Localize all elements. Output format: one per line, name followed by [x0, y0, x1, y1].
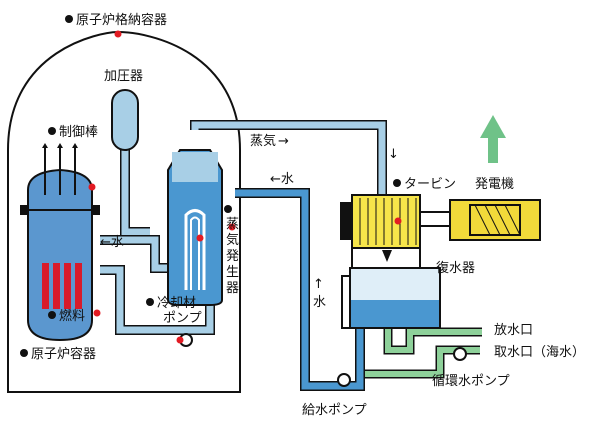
label-control-rods: 制御棒 — [59, 125, 98, 140]
label-generator: 発電機 — [475, 177, 514, 192]
circulating-water-pump — [453, 347, 467, 361]
generator — [449, 199, 541, 241]
label-water-to-sg: ←水 — [270, 172, 294, 187]
label-fuel: 燃料 — [59, 308, 85, 324]
label-feed-pump: 給水ポンプ — [302, 403, 367, 418]
sg-char-5: 器 — [226, 281, 239, 296]
fuel-rods — [42, 263, 82, 309]
label-steam-down-arrow: ↓ — [388, 147, 399, 162]
label-coolant-pump-1: 冷却材 — [157, 296, 196, 311]
pressurizer — [111, 89, 139, 151]
sg-char-3: 発 — [226, 249, 239, 264]
label-containment: 原子炉格納容器 — [76, 12, 167, 28]
label-water-up-char: 水 — [313, 295, 326, 310]
label-pressurizer: 加圧器 — [104, 69, 143, 84]
label-circ-pump: 循環水ポンプ — [432, 374, 510, 389]
label-water-up-arrow: ↑ — [313, 277, 324, 292]
label-outlet: 放水口 — [494, 323, 533, 338]
red-indicator-dots — [88, 30, 402, 344]
condenser — [349, 247, 441, 329]
turbine — [340, 194, 451, 249]
power-output-arrow — [480, 115, 506, 163]
labels: 原子炉格納容器 加圧器 制御棒 蒸気 → ↓ タービン 発電機 ←水 ←水 蒸 … — [20, 12, 585, 418]
primary-piping — [100, 120, 387, 391]
label-steam-arrow: → — [278, 134, 289, 149]
sg-char-1: 蒸 — [226, 217, 239, 232]
label-turbine: タービン — [404, 177, 456, 192]
steam-generator — [167, 149, 223, 306]
label-water-to-core: ←水 — [100, 235, 124, 250]
label-reactor-vessel: 原子炉容器 — [31, 346, 96, 362]
feed-water-pump — [337, 373, 351, 387]
label-coolant-pump-2: ポンプ — [163, 311, 202, 326]
control-rods — [42, 143, 78, 195]
sg-char-2: 気 — [226, 232, 239, 248]
label-condenser: 復水器 — [436, 260, 475, 276]
label-intake: 取水口（海水） — [494, 345, 585, 360]
label-steam: 蒸気 — [250, 133, 276, 149]
sg-char-4: 生 — [226, 265, 239, 280]
